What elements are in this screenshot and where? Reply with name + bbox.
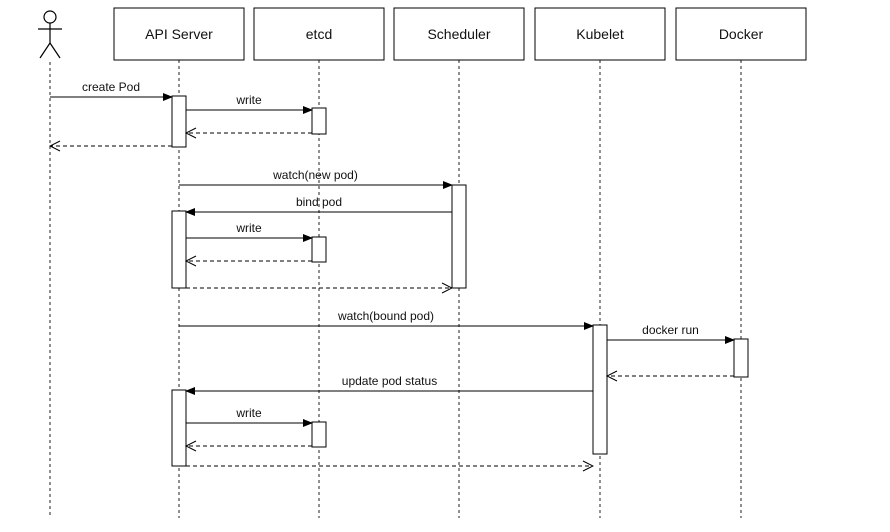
- message-label: create Pod: [82, 80, 140, 94]
- message-label: docker run: [642, 323, 699, 337]
- participant-label-etcd: etcd: [306, 26, 332, 42]
- activation-bar-api: [171, 95, 187, 148]
- participant-box-etcd: [253, 7, 385, 61]
- activation-bar-scheduler: [451, 184, 467, 289]
- message-label: write: [235, 93, 262, 107]
- participant-box-kubelet: [534, 7, 666, 61]
- participant-box-docker: [675, 7, 807, 61]
- message-label: update pod status: [342, 374, 437, 388]
- message-watch-new-pod-: watch(new pod): [179, 168, 453, 189]
- activation-bar-etcd: [311, 421, 327, 448]
- message-bind-pod: bind pod: [185, 195, 452, 216]
- message-create-pod: create Pod: [50, 80, 173, 101]
- participant-etcd: etcd: [253, 7, 385, 61]
- activation-bar-etcd: [311, 236, 327, 263]
- message-label: write: [235, 406, 262, 420]
- message-update-pod-status: update pod status: [185, 374, 593, 395]
- participant-api: API Server: [113, 7, 245, 61]
- actor-user-icon: [38, 10, 62, 59]
- message-label: watch(new pod): [272, 168, 358, 182]
- message-watch-bound-pod-: watch(bound pod): [179, 309, 594, 330]
- activation-bar-api: [171, 210, 187, 289]
- message-write: write: [186, 93, 313, 114]
- participant-label-docker: Docker: [719, 26, 764, 42]
- message-label: write: [235, 221, 262, 235]
- participant-docker: Docker: [675, 7, 807, 61]
- participant-label-kubelet: Kubelet: [576, 26, 624, 42]
- participant-box-scheduler: [393, 7, 525, 61]
- message-docker-run: docker run: [607, 323, 735, 344]
- message-label: watch(bound pod): [337, 309, 434, 323]
- participant-kubelet: Kubelet: [534, 7, 666, 61]
- message-write: write: [186, 221, 313, 242]
- activation-bar-kubelet: [592, 324, 608, 455]
- activation-bar-api: [171, 389, 187, 467]
- participant-box-api: [113, 7, 245, 61]
- participant-label-scheduler: Scheduler: [427, 26, 490, 42]
- activation-bar-docker: [733, 338, 749, 378]
- message-write: write: [186, 406, 313, 427]
- message-label: bind pod: [296, 195, 342, 209]
- participant-label-api: API Server: [145, 26, 213, 42]
- activation-bar-etcd: [311, 107, 327, 135]
- participant-scheduler: Scheduler: [393, 7, 525, 61]
